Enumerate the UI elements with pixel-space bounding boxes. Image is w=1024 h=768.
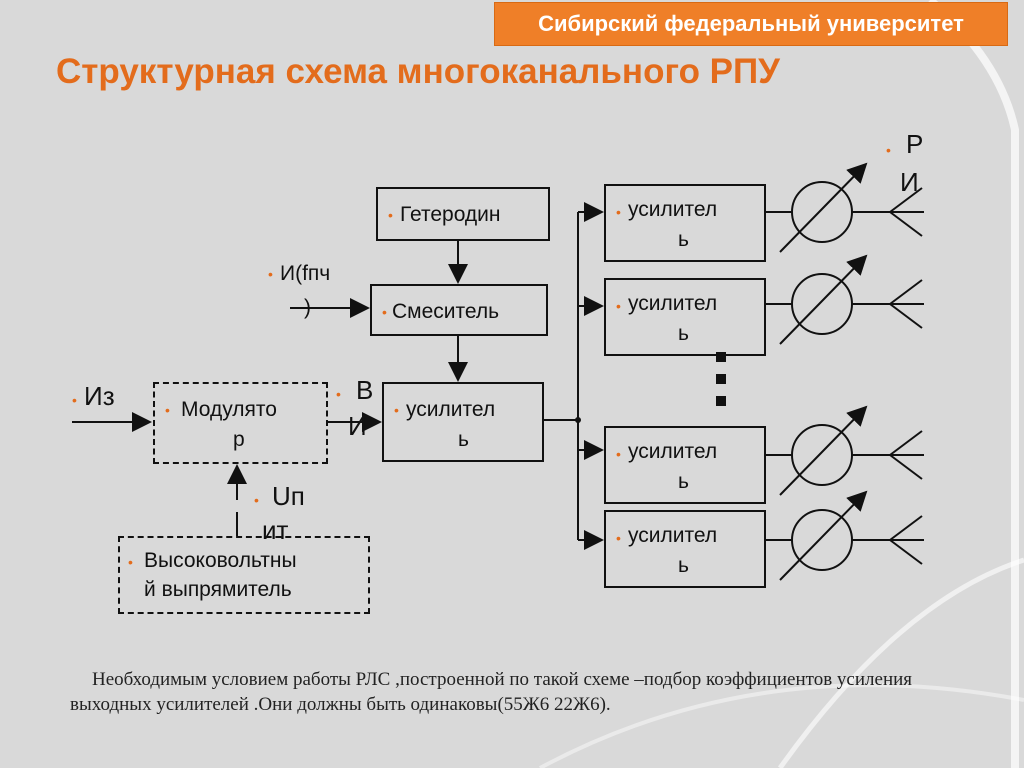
bullet-icon: • — [616, 446, 621, 462]
output-amplifier-label-line2: ь — [678, 554, 689, 577]
bullet-icon: • — [165, 402, 170, 418]
mixer-block: • Смеситель — [370, 284, 548, 336]
ri-label-line2: И — [900, 167, 919, 197]
output-amplifier-block: • усилител ь — [604, 510, 766, 588]
bullet-icon: • — [336, 386, 341, 402]
output-chain-3 — [766, 405, 924, 496]
ellipsis-dot — [716, 352, 726, 362]
output-amplifier-label-line1: усилител — [628, 524, 718, 547]
main-amplifier-label-line1: усилител — [406, 398, 496, 421]
output-amplifier-label-line1: усилител — [628, 440, 718, 463]
mixer-label: Смеситель — [392, 300, 500, 323]
modulator-label-line2: р — [233, 428, 245, 451]
bullet-icon: • — [254, 492, 259, 508]
supply-label-line1: Uп — [272, 481, 305, 511]
modulator-label-line1: Модулято — [181, 398, 277, 421]
bullet-icon: • — [886, 142, 891, 158]
rectifier-block: • Высоковольтны й выпрямитель — [118, 536, 370, 614]
bullet-icon: • — [268, 266, 273, 282]
modulator-block: • Модулято р — [153, 382, 328, 464]
vi-label-line1: В — [356, 375, 374, 405]
bullet-icon: • — [128, 554, 133, 570]
output-amplifier-label-line2: ь — [678, 228, 689, 251]
generator-block: • Гетеродин — [376, 187, 550, 241]
ri-label-line1: Р — [906, 129, 924, 159]
if-input-label-line2: ) — [304, 296, 311, 319]
university-banner: Сибирский федеральный университет — [494, 2, 1008, 46]
if-input-label-line1: И(fпч — [280, 262, 331, 285]
slide-title: Структурная схема многоканального РПУ — [56, 52, 780, 91]
output-amplifier-label-line1: усилител — [628, 198, 718, 221]
bullet-icon: • — [388, 207, 393, 223]
bullet-icon: • — [382, 304, 387, 320]
supply-label-line2: ит — [262, 515, 289, 545]
output-chain-1 — [766, 162, 924, 253]
output-amplifier-label-line2: ь — [678, 470, 689, 493]
bullet-icon: • — [394, 402, 399, 418]
ellipsis-dot — [716, 374, 726, 384]
rectifier-label-line2: й выпрямитель — [144, 578, 292, 601]
output-chain-2 — [766, 254, 924, 345]
output-amplifier-label-line1: усилител — [628, 292, 718, 315]
output-chain-4 — [766, 490, 924, 581]
output-amplifier-block: • усилител ь — [604, 426, 766, 504]
bullet-icon: • — [72, 392, 77, 408]
ellipsis-dot — [716, 396, 726, 406]
vi-label-line2: И — [348, 411, 367, 441]
footnote-text: Необходимым условием работы РЛС ,построе… — [70, 669, 913, 715]
rectifier-label-line1: Высоковольтны — [144, 549, 297, 572]
output-amplifier-label-line2: ь — [678, 322, 689, 345]
generator-label: Гетеродин — [400, 203, 501, 226]
output-amplifier-block: • усилител ь — [604, 184, 766, 262]
bullet-icon: • — [616, 530, 621, 546]
bullet-icon: • — [616, 298, 621, 314]
main-amplifier-label-line2: ь — [458, 428, 469, 451]
bullet-icon: • — [616, 204, 621, 220]
output-amplifier-block: • усилител ь — [604, 278, 766, 356]
source-input-label: Из — [84, 381, 115, 411]
main-amplifier-block: • усилител ь — [382, 382, 544, 462]
